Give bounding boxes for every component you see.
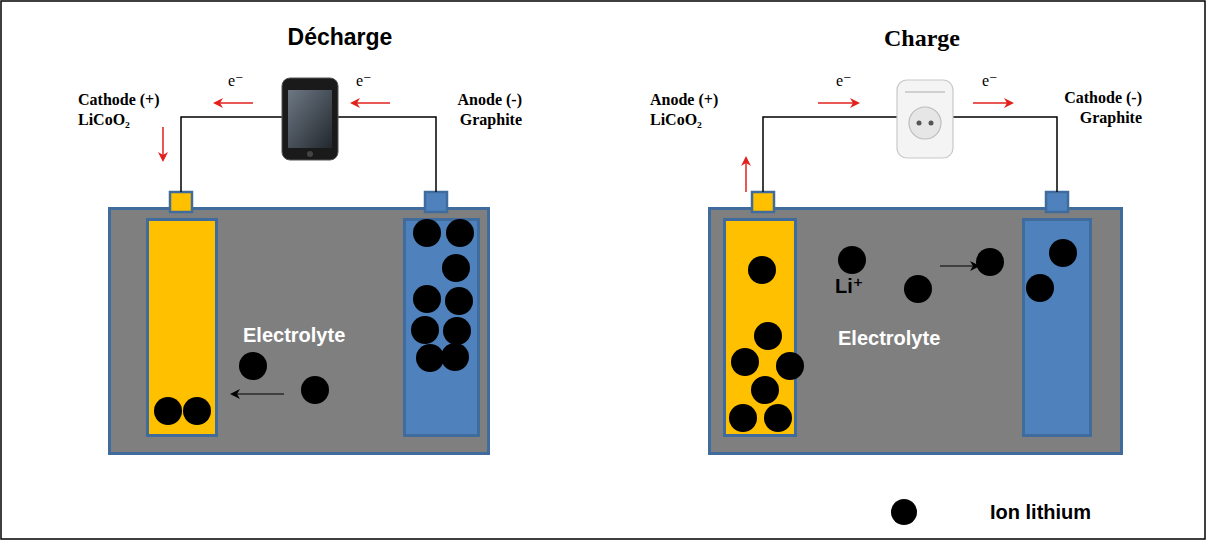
lithium-ion [764, 404, 792, 432]
electrode: Anode (-) Graphite [403, 218, 480, 437]
lithium-ion [413, 285, 441, 313]
electron-arrow [162, 127, 164, 160]
legend-text: Ion lithium [990, 500, 1091, 524]
lithium-ion [416, 344, 444, 372]
lithium-ion [239, 352, 267, 380]
electron-label: e⁻ [356, 72, 372, 90]
lithium-ion [729, 404, 757, 432]
phone-button [307, 151, 313, 157]
terminal [170, 192, 192, 212]
electron-label: e⁻ [228, 72, 244, 90]
lithium-ion [754, 322, 782, 350]
electrolyte-label: Electrolyte [838, 327, 940, 349]
lithium-ion [976, 248, 1004, 276]
charger-detail [905, 91, 945, 93]
terminal [1046, 192, 1068, 212]
battery-housing: Electrolyte Anode (+) LiCoO₂ Cathode (-) G… [708, 207, 1123, 455]
electrode: Cathode (-) Graphite [1022, 218, 1092, 437]
electrode-label: Anode (+) LiCoO₂ [650, 90, 721, 130]
lithium-ion [301, 376, 329, 404]
wire [953, 117, 1057, 192]
panel-title: Décharge [288, 24, 393, 51]
lithium-ion [904, 275, 932, 303]
lithium-ion [748, 256, 776, 284]
socket-hole [929, 121, 934, 126]
electrode-label: Cathode (-) Graphite [1062, 88, 1142, 128]
lithium-ion [731, 348, 759, 376]
terminal [752, 192, 774, 212]
ion-arrow [232, 393, 284, 394]
electron-label: e⁻ [982, 72, 998, 90]
phone-icon [282, 78, 338, 160]
wire [181, 117, 282, 192]
terminal [425, 192, 447, 212]
lithium-ion [413, 219, 441, 247]
electrode: Cathode (+) LiCoO₂ [146, 218, 218, 437]
lithium-ion [183, 397, 211, 425]
electron-arrow [352, 102, 390, 104]
lithium-ion [1049, 239, 1077, 267]
phone-screen [288, 90, 332, 148]
lithium-ion [838, 246, 866, 274]
lithium-ion [441, 343, 469, 371]
electron-arrow [215, 102, 253, 104]
socket-hole [917, 121, 922, 126]
battery-housing: Electrolyte Cathode (+) LiCoO₂ Anode (-) G… [108, 207, 490, 455]
charger-icon [897, 80, 953, 158]
lithium-ion [1026, 274, 1054, 302]
electron-arrow [818, 102, 858, 104]
electron-arrow [973, 102, 1012, 104]
lithium-ion [446, 219, 474, 247]
wire [338, 117, 436, 192]
lithium-ion [411, 316, 439, 344]
panel-title: Charge [884, 24, 960, 52]
electron-arrow [745, 158, 747, 192]
ion-label: Li⁺ [835, 275, 863, 297]
lithium-ion [776, 352, 804, 380]
electrode-label: Cathode (+) LiCoO₂ [78, 90, 162, 130]
electrode-label: Anode (-) Graphite [455, 90, 522, 130]
lithium-ion [442, 254, 470, 282]
lithium-ion [751, 376, 779, 404]
lithium-ion [154, 397, 182, 425]
ion-arrow [940, 265, 978, 266]
lithium-ion [445, 287, 473, 315]
lithium-ion [443, 317, 471, 345]
legend-sample [891, 499, 917, 525]
electrolyte-label: Electrolyte [243, 324, 345, 346]
electron-label: e⁻ [836, 72, 852, 90]
electrode: Anode (+) LiCoO₂ [723, 218, 797, 437]
charger-socket [909, 107, 941, 139]
wire [763, 117, 897, 192]
